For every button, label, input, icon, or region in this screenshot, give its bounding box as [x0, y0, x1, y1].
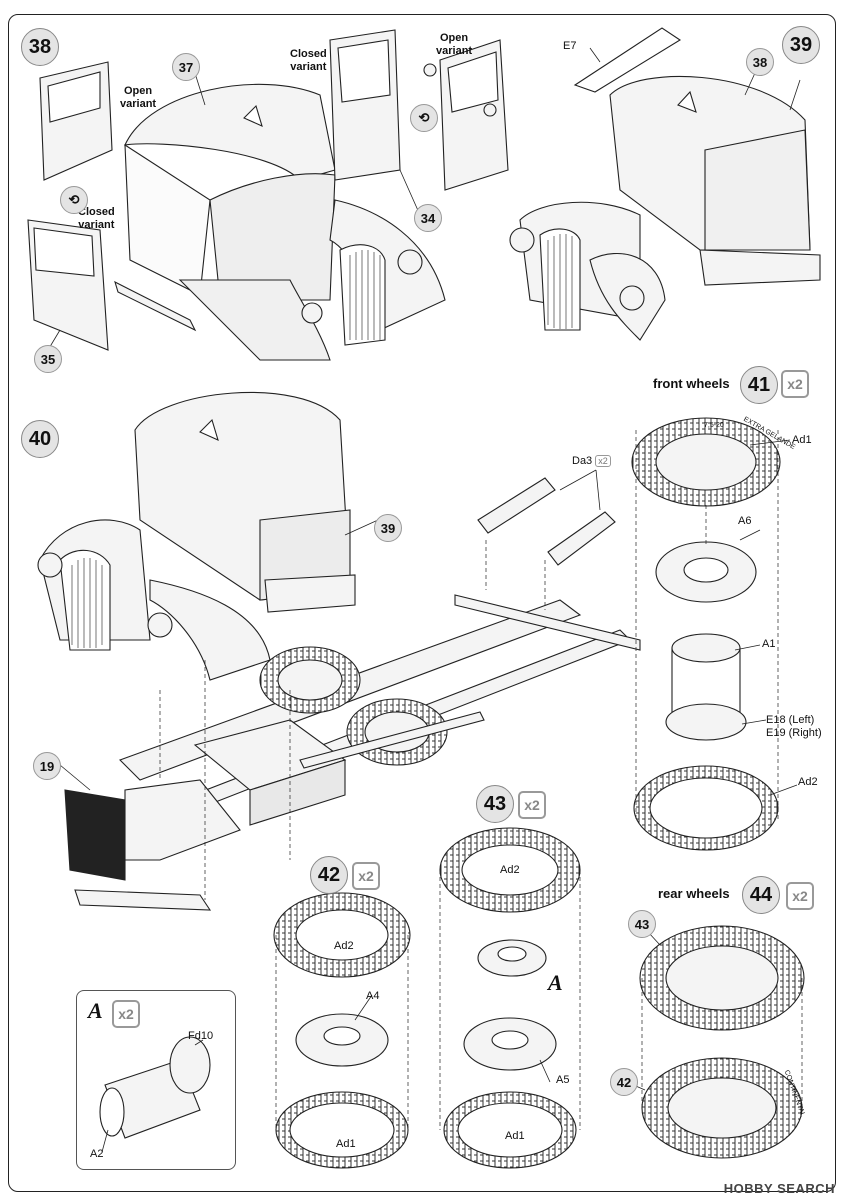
step-39-badge: 39 [782, 26, 820, 64]
part-42-badge: 42 [610, 1068, 638, 1096]
step-38-badge: 38 [21, 28, 59, 66]
part-39-badge: 39 [374, 514, 402, 542]
swap-icon-left: ⟲ [60, 186, 88, 214]
label-Da3: Da3 x2 [572, 455, 611, 467]
step41-front-wheel-drawing [631, 417, 781, 851]
x2-multiplier-A: x2 [112, 1000, 140, 1028]
x2-multiplier-43: x2 [518, 791, 546, 819]
label-A1: A1 [762, 638, 776, 650]
label-Fd10: Fd10 [188, 1030, 214, 1042]
subassembly-A-title: A [88, 998, 103, 1023]
label-Ad2-43: Ad2 [500, 864, 520, 876]
part-35-badge: 35 [34, 345, 62, 373]
step-40-badge: 40 [21, 420, 59, 458]
step-42-badge: 42 [310, 856, 348, 894]
label-Ad2-41: Ad2 [798, 776, 818, 788]
step40-chassis-drawing [37, 391, 641, 911]
part-38-badge: 38 [746, 48, 774, 76]
label-A4: A4 [366, 990, 380, 1002]
step42-wheel-drawing [273, 892, 411, 1169]
part-43-badge: 43 [628, 910, 656, 938]
label-Ad1-41: Ad1 [792, 434, 812, 446]
part-19-badge: 19 [33, 752, 61, 780]
part-37-badge: 37 [172, 53, 200, 81]
label-Ad1-43: Ad1 [505, 1130, 525, 1142]
subassembly-A-box [76, 990, 236, 1170]
label-E18-E19: E18 (Left)E19 (Right) [766, 714, 822, 739]
x2-multiplier-44: x2 [786, 882, 814, 910]
rear-wheels-heading: rear wheels [658, 886, 730, 901]
step-44-badge: 44 [742, 876, 780, 914]
step-43-badge: 43 [476, 785, 514, 823]
step43-wheel-drawing [439, 827, 581, 1169]
step38-cab-drawing [27, 29, 509, 361]
watermark: HOBBY SEARCH [723, 1181, 835, 1196]
label-A5: A5 [556, 1074, 570, 1086]
front-wheels-heading: front wheels [653, 376, 730, 391]
label-Ad2-42: Ad2 [334, 940, 354, 952]
part-34-badge: 34 [414, 204, 442, 232]
x2-multiplier-41: x2 [781, 370, 809, 398]
label-A2: A2 [90, 1148, 104, 1160]
step44-rear-wheel-drawing [639, 925, 805, 1159]
x2-multiplier-42: x2 [352, 862, 380, 890]
tire-text-size: 7,5-20 [704, 422, 724, 429]
subassembly-A-marker: A [548, 970, 563, 995]
swap-icon-right: ⟲ [410, 104, 438, 132]
label-Ad1-42: Ad1 [336, 1138, 356, 1150]
label-E7: E7 [563, 40, 577, 52]
subassembly-A-drawing [99, 1036, 211, 1139]
label-A6: A6 [738, 515, 752, 527]
step39-cab-drawing [509, 27, 821, 341]
step-41-badge: 41 [740, 366, 778, 404]
